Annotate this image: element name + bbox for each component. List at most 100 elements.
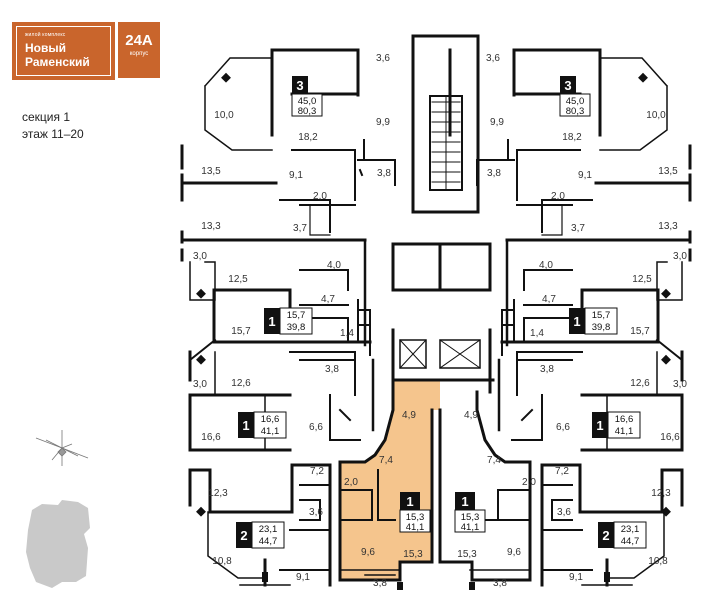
room-area: 3,8 — [373, 578, 387, 589]
room-area: 10,8 — [212, 556, 232, 567]
room-area: 7,2 — [310, 466, 324, 477]
room-area: 4,9 — [464, 410, 478, 421]
room-area: 2,0 — [522, 477, 536, 488]
room-area: 3,0 — [673, 251, 687, 262]
room-area: 10,0 — [646, 110, 666, 121]
room-area: 9,1 — [296, 572, 310, 583]
room-area: 2,0 — [344, 477, 358, 488]
apt-rooms: 1 — [573, 314, 580, 329]
room-area: 4,0 — [327, 260, 341, 271]
room-area: 12,6 — [231, 378, 251, 389]
apt-rooms: 3 — [564, 78, 571, 93]
brand-name-line1: Новый — [25, 41, 66, 55]
apt-rooms: 1 — [406, 494, 413, 509]
room-area: 3,6 — [376, 53, 390, 64]
apt-living: 23,1 — [621, 524, 640, 535]
room-area: 18,2 — [562, 132, 582, 143]
building-badge: 24А корпус — [118, 22, 160, 78]
room-area: 1,4 — [340, 328, 354, 339]
apt-rooms: 2 — [602, 528, 609, 543]
room-area: 3,0 — [193, 251, 207, 262]
floors-label: этаж 11–20 — [22, 127, 84, 141]
room-area: 6,6 — [309, 422, 323, 433]
room-area: 9,9 — [490, 117, 504, 128]
apt-living: 45,0 — [298, 96, 317, 107]
apt-living: 15,7 — [592, 310, 611, 321]
room-area: 1,4 — [530, 328, 544, 339]
apt-living: 15,3 — [406, 512, 425, 523]
room-area: 3,8 — [540, 364, 554, 375]
apt-total: 41,1 — [261, 426, 280, 437]
apt-total: 80,3 — [566, 106, 585, 117]
brand-logo-frame: жилой комплекс Новый Раменский — [16, 26, 111, 76]
apt-living: 15,3 — [461, 512, 480, 523]
room-area: 9,6 — [507, 547, 521, 558]
room-area: 4,7 — [321, 294, 335, 305]
building-number: 24А — [125, 32, 153, 49]
room-area: 7,2 — [555, 466, 569, 477]
room-area-labels: 3,6 3,6 10,0 10,0 18,2 18,2 9,9 9,9 13,5… — [193, 53, 687, 589]
apt-rooms: 1 — [268, 314, 275, 329]
apt-total: 41,1 — [406, 522, 425, 533]
room-area: 13,3 — [658, 221, 678, 232]
room-area: 4,7 — [542, 294, 556, 305]
badge-text: 3 45,0 80,3 3 45,0 80,3 1 15,7 39,8 1 15… — [240, 78, 639, 547]
room-area: 16,6 — [660, 432, 680, 443]
room-area: 4,9 — [402, 410, 416, 421]
room-area: 3,7 — [571, 223, 585, 234]
room-area: 4,0 — [539, 260, 553, 271]
apt-living: 23,1 — [259, 524, 278, 535]
apt-total: 41,1 — [615, 426, 634, 437]
room-area: 2,0 — [551, 191, 565, 202]
apt-total: 39,8 — [592, 322, 611, 333]
room-area: 15,7 — [231, 326, 251, 337]
apt-living: 16,6 — [615, 414, 634, 425]
room-area: 9,1 — [289, 170, 303, 181]
room-area: 13,5 — [658, 166, 678, 177]
room-area: 12,6 — [630, 378, 650, 389]
brand-tagline: жилой комплекс — [25, 32, 66, 38]
room-area: 16,6 — [201, 432, 221, 443]
brand-name-line2: Раменский — [25, 55, 90, 69]
room-area: 3,6 — [309, 507, 323, 518]
room-area: 7,4 — [379, 455, 393, 466]
room-area: 10,0 — [214, 110, 234, 121]
compass-rose-icon — [35, 430, 89, 466]
room-area: 2,0 — [313, 191, 327, 202]
apt-living: 16,6 — [261, 414, 280, 425]
room-area: 12,3 — [651, 488, 671, 499]
apt-living: 45,0 — [566, 96, 585, 107]
building-caption: корпус — [129, 51, 149, 57]
room-area: 7,4 — [487, 455, 501, 466]
room-area: 3,8 — [493, 578, 507, 589]
apt-total: 44,7 — [259, 536, 278, 547]
room-area: 10,8 — [648, 556, 668, 567]
room-area: 13,3 — [201, 221, 221, 232]
room-area: 13,5 — [201, 166, 221, 177]
apt-total: 80,3 — [298, 106, 317, 117]
room-area: 3,8 — [487, 168, 501, 179]
room-area: 15,3 — [403, 549, 423, 560]
room-badges — [236, 76, 647, 549]
room-area: 9,6 — [361, 547, 375, 558]
room-area: 3,6 — [557, 507, 571, 518]
room-area: 3,0 — [673, 379, 687, 390]
apt-rooms: 1 — [242, 418, 249, 433]
room-area: 3,7 — [293, 223, 307, 234]
apt-total: 39,8 — [287, 322, 306, 333]
apt-rooms: 1 — [596, 418, 603, 433]
room-area: 12,5 — [228, 274, 248, 285]
room-area: 3,0 — [193, 379, 207, 390]
room-area: 6,6 — [556, 422, 570, 433]
room-area: 3,6 — [486, 53, 500, 64]
room-area: 15,7 — [630, 326, 650, 337]
apt-total: 41,1 — [461, 522, 480, 533]
apt-rooms: 1 — [461, 494, 468, 509]
apt-rooms: 3 — [296, 78, 303, 93]
room-area: 9,9 — [376, 117, 390, 128]
site-plan-silhouette — [26, 500, 90, 588]
apt-rooms: 2 — [240, 528, 247, 543]
apt-total: 44,7 — [621, 536, 640, 547]
room-area: 15,3 — [457, 549, 477, 560]
